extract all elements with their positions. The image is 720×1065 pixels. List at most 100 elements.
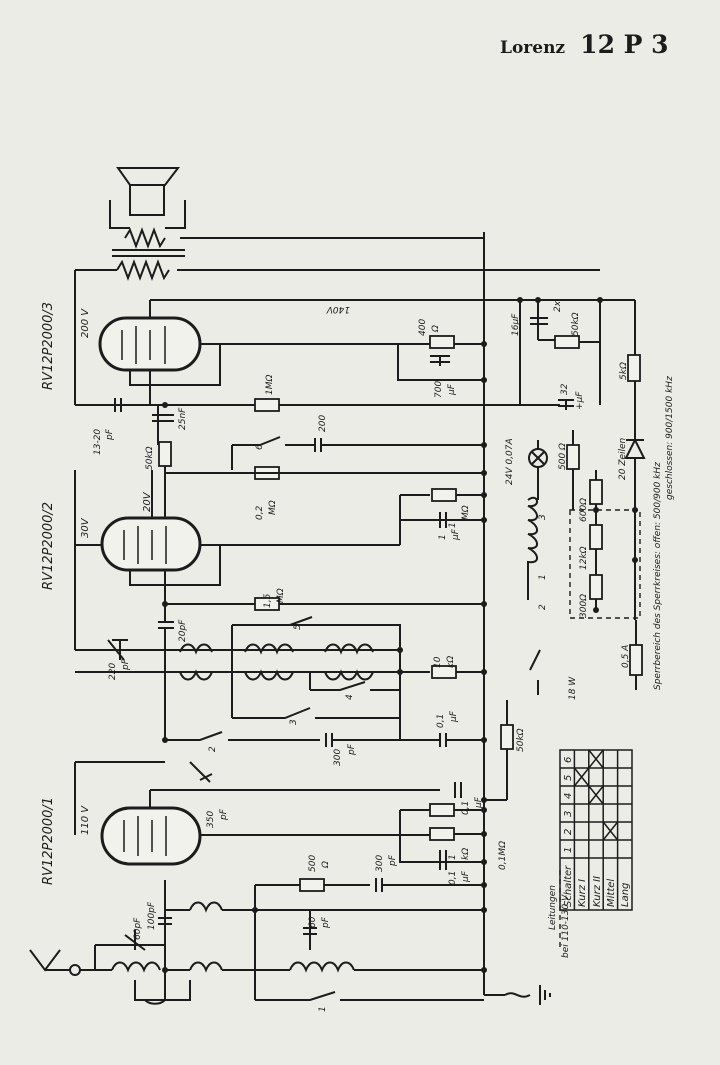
r500-label: 500 Ω xyxy=(558,443,568,470)
r01m-label: 0,1MΩ xyxy=(498,841,508,870)
leitungen-label: Leitungen xyxy=(548,885,558,930)
c350-unit: pF xyxy=(219,808,229,821)
table-col-2: 2 xyxy=(563,829,574,835)
r1k-label: 1 xyxy=(448,854,458,860)
c300b-unit: pF xyxy=(388,854,398,867)
tube-2-label: RV12P2000/2 xyxy=(41,502,56,590)
table-row-mittel: Mittel xyxy=(606,879,617,907)
c01c-label: 0,1 xyxy=(448,871,458,885)
c32-unit: +μF xyxy=(575,391,585,410)
switch-6-label: 6 xyxy=(255,444,265,450)
c60-unit: pF xyxy=(321,916,331,929)
c1320-unit: pF xyxy=(105,428,115,441)
tube-1 xyxy=(75,761,484,870)
r10k-unit: kΩ xyxy=(446,656,456,668)
r1m-mid-label: 1 xyxy=(448,522,458,528)
header: Lorenz 12 P 3 xyxy=(500,30,669,59)
zeilen-label: 20 Zeilen xyxy=(618,437,628,480)
r50k-low-label: 50kΩ xyxy=(516,728,526,752)
r1k-unit: kΩ xyxy=(461,848,471,860)
c2x-label: 2x xyxy=(553,300,563,312)
r50k-mid-label: 50kΩ xyxy=(145,446,155,470)
table-col-5: 5 xyxy=(563,775,574,781)
c350-label: 350 xyxy=(206,811,216,828)
r15-unit: MΩ xyxy=(276,588,286,603)
c100pf-label: 100pF xyxy=(147,901,157,930)
coil-2-label: 2 xyxy=(538,604,548,610)
loudspeaker xyxy=(109,167,186,229)
r500b-label: 500 xyxy=(308,855,318,872)
switch-5-label: 5 xyxy=(293,624,303,630)
supply-label: 24V 0,07A xyxy=(505,438,515,485)
r10k-label: 10 xyxy=(433,656,443,668)
c1320-label: 13-20 xyxy=(93,429,103,455)
tube-3 xyxy=(98,300,484,405)
table-col-3: 3 xyxy=(563,811,574,817)
leitungen-voltage: bei 110-130 V xyxy=(561,894,571,958)
tube-3-label: RV12P2000/3 xyxy=(41,302,56,390)
r12k-label: 12kΩ xyxy=(579,546,589,570)
table-col-1: 1 xyxy=(563,847,574,853)
tube-2-voltage: 30V xyxy=(80,517,91,538)
c300-label: 300 xyxy=(333,749,343,766)
switch-table: Schalter Kurz I Kurz II Mittel Lang 1 2 … xyxy=(559,749,633,911)
watt-label: 18 W xyxy=(568,676,578,700)
c1uf-unit: μF xyxy=(451,528,461,541)
tube-1-voltage: 110 V xyxy=(80,805,91,835)
table-col-4: 4 xyxy=(563,793,574,799)
c200-label: 200 xyxy=(318,415,328,432)
switch-1-label: 1 xyxy=(318,1006,328,1012)
coil-3-label: 3 xyxy=(538,514,548,520)
c220-label: 220 xyxy=(108,663,118,680)
r300-label: 300Ω xyxy=(579,594,589,618)
tube-1-label: RV12P2000/1 xyxy=(41,797,56,885)
sperr-line-2: geschlossen: 900/1500 kHz xyxy=(665,376,675,500)
c700-label: 700 xyxy=(434,381,444,398)
power-dial-section xyxy=(527,430,646,695)
table-header-schalter: Schalter xyxy=(563,865,574,907)
r400-ohm: Ω xyxy=(431,325,441,333)
table-row-kurz1: Kurz I xyxy=(577,879,588,907)
c25nf-label: 25nF xyxy=(178,407,188,430)
table-row-lang: Lang xyxy=(620,883,631,907)
r1m-label: 1MΩ xyxy=(265,375,275,395)
c220-unit: pF xyxy=(121,658,131,671)
r1m-mid-unit: MΩ xyxy=(461,505,471,520)
tube-2 xyxy=(75,470,430,586)
r500b-unit: Ω xyxy=(321,861,331,869)
c01c-unit: μF xyxy=(461,870,471,883)
junction-dots xyxy=(162,297,638,973)
c20pf-label: 20pF xyxy=(178,619,188,642)
table-row-kurz2: Kurz II xyxy=(592,876,603,907)
sperr-line-1: Sperrbereich des Sperrkreises: offen: 50… xyxy=(653,462,663,690)
rf-section xyxy=(75,590,484,740)
c01-label: 0,1 xyxy=(436,714,446,728)
c01b-unit: μF xyxy=(474,796,484,809)
output-transformer xyxy=(75,227,600,281)
c1uf-label: 1 xyxy=(438,534,448,540)
r02-label: 0,2 xyxy=(255,505,265,520)
c60pf-label: 60pF xyxy=(133,917,143,940)
r50k-top-label: 50kΩ xyxy=(571,312,581,336)
r400-label: 400 xyxy=(418,319,428,336)
bypass-row xyxy=(165,700,514,801)
c300-unit: pF xyxy=(347,743,357,756)
c300b-label: 300 xyxy=(375,855,385,872)
table-col-6: 6 xyxy=(563,757,574,763)
r15-label: 1,5 xyxy=(263,593,273,608)
tube-2-voltage-2: 20V xyxy=(142,491,153,512)
switch-2-label: 2 xyxy=(208,746,218,752)
filter-section xyxy=(397,300,641,440)
c32-label: 32 xyxy=(560,383,570,395)
model-name: 12 P 3 xyxy=(580,30,669,59)
r5k-label: 5kΩ xyxy=(619,362,629,380)
antenna-section xyxy=(29,870,561,1005)
c700-unit: μF xyxy=(447,383,457,396)
fuse-label: 0,5 A xyxy=(621,645,631,668)
c01b-label: 0,1 xyxy=(461,801,471,815)
tube-2-bias xyxy=(400,494,484,528)
c60-label: 60 xyxy=(308,916,318,928)
r600-label: 600Ω xyxy=(579,498,589,522)
